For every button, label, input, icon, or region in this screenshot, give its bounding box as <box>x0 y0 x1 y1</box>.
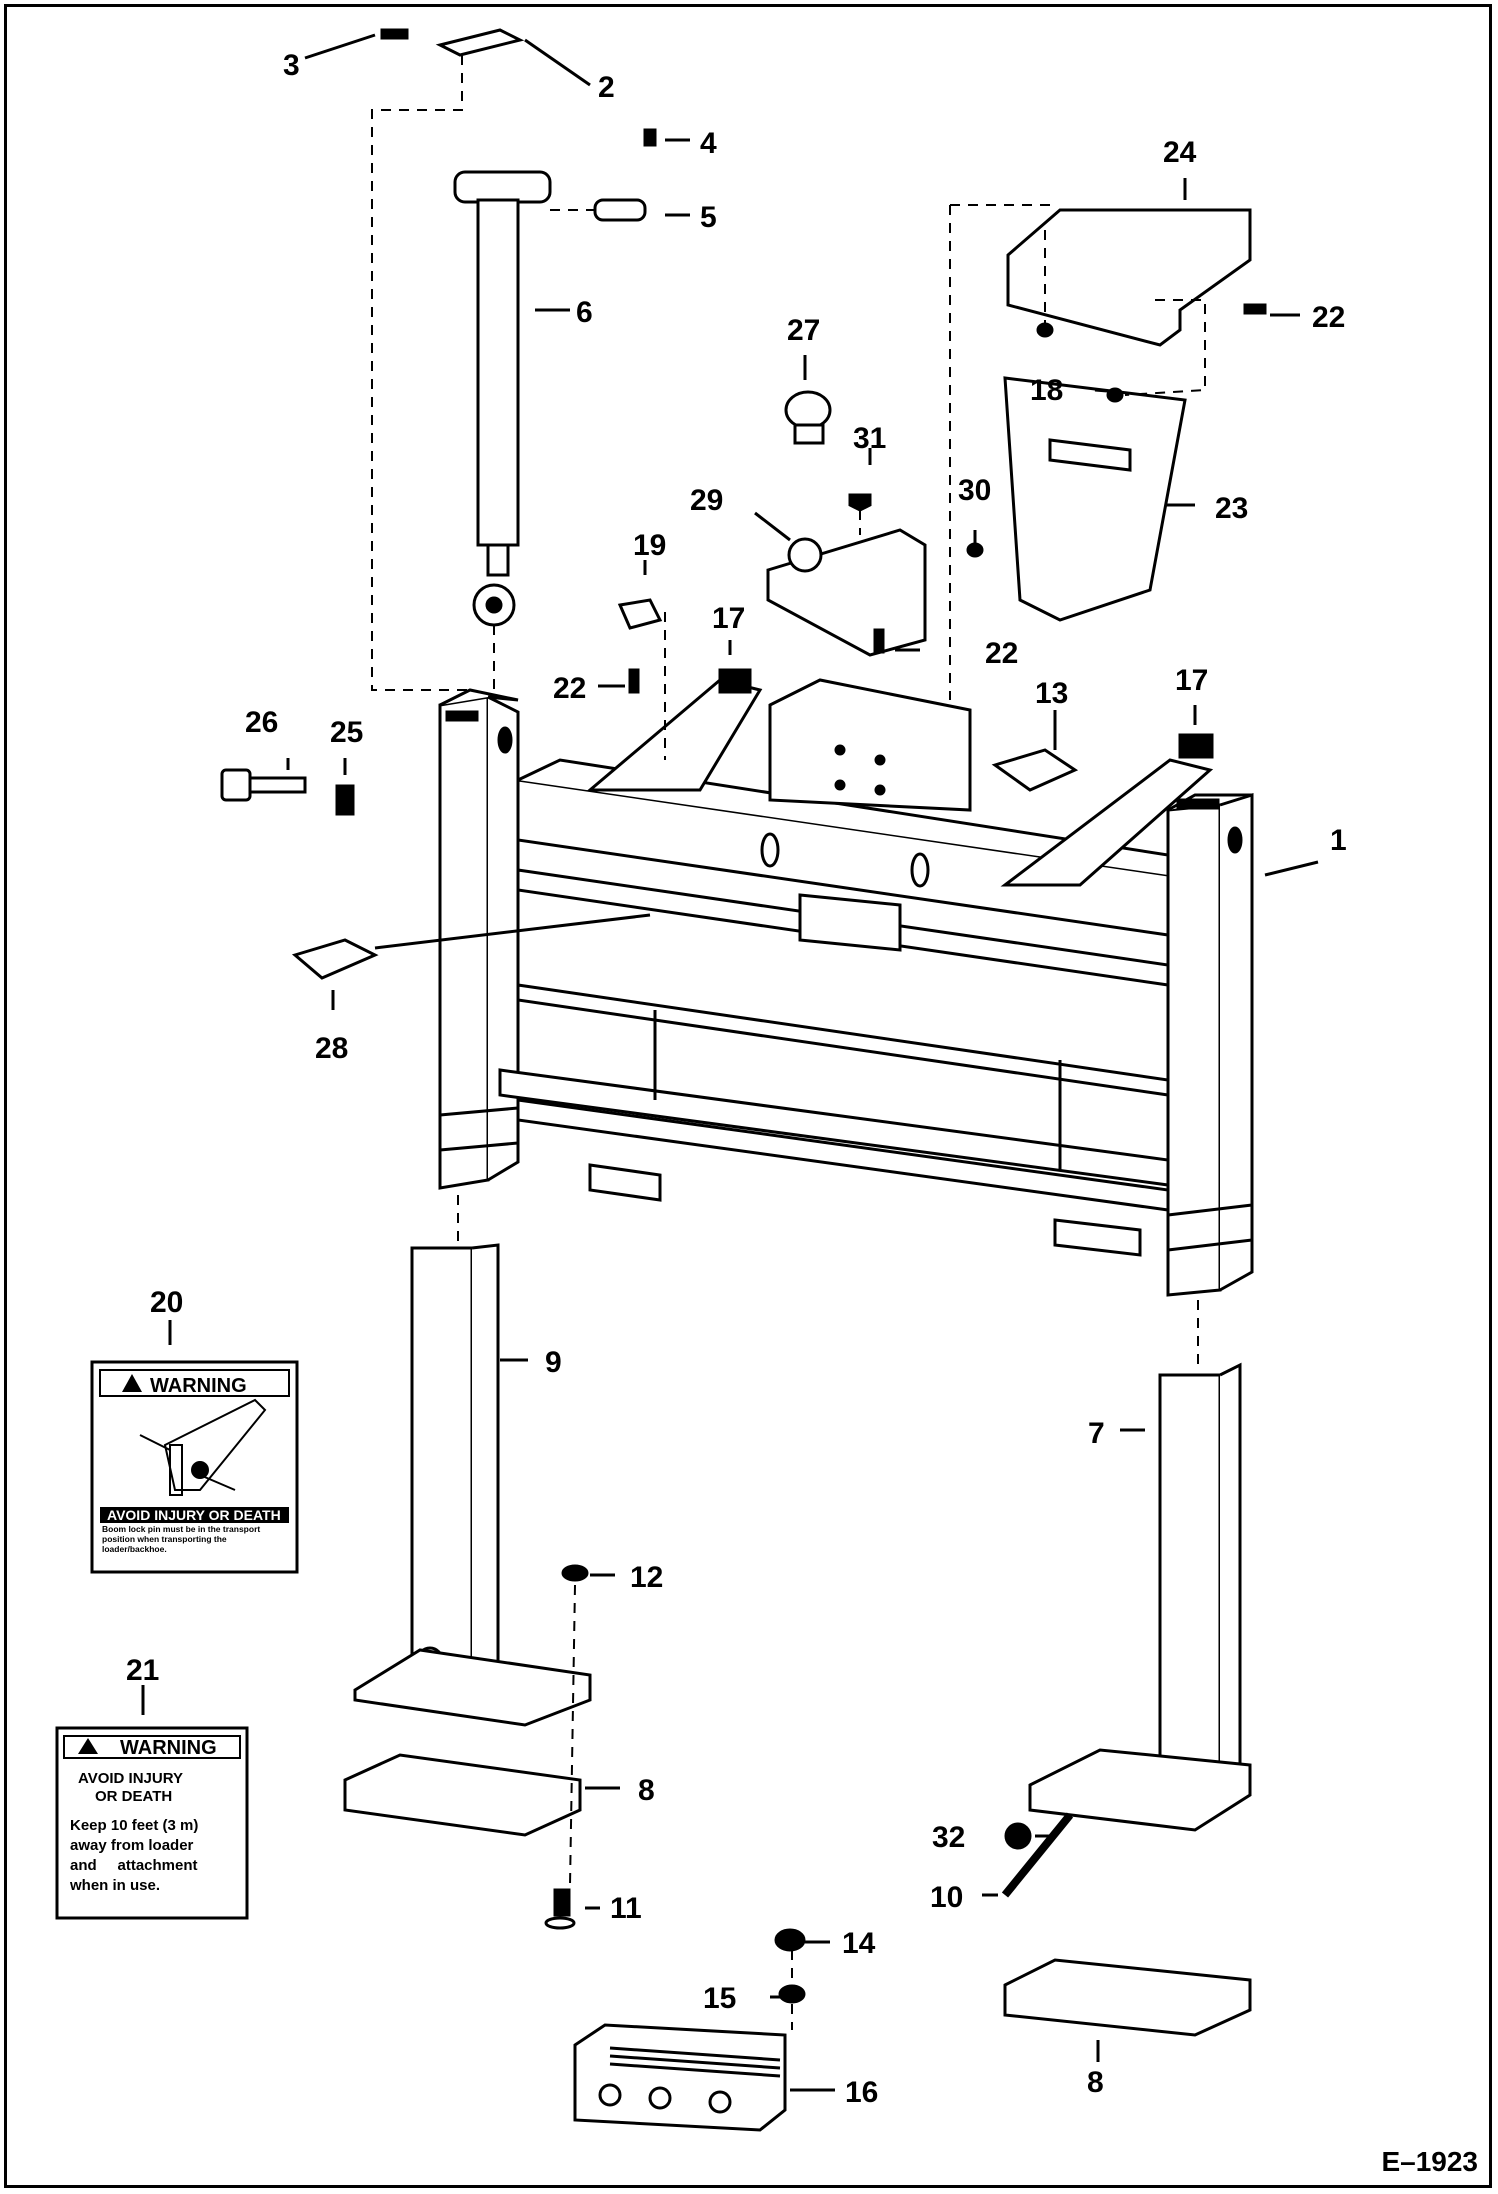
callout-8a: 8 <box>638 1774 655 1807</box>
callout-24: 24 <box>1163 136 1197 169</box>
callout-9: 9 <box>545 1346 562 1379</box>
diagram-border <box>4 4 1492 2188</box>
svg-text:OR DEATH: OR DEATH <box>95 1788 172 1805</box>
callout-22b: 22 <box>985 637 1018 670</box>
callout-16: 16 <box>845 2076 878 2109</box>
shroud-assembly <box>1003 208 1252 622</box>
svg-text:WARNING: WARNING <box>150 1375 247 1397</box>
svg-text:Keep 10 feet (3 m): Keep 10 feet (3 m) <box>70 1817 198 1834</box>
callout-6: 6 <box>576 296 593 329</box>
callout-labels: 1 2 3 4 5 6 7 8 8 9 10 11 12 13 14 15 16… <box>126 49 1347 2109</box>
callout-27: 27 <box>787 314 820 347</box>
svg-text:and attachment: and attachment <box>70 1857 198 1874</box>
callout-25: 25 <box>330 716 363 749</box>
leader-lines <box>141 33 1319 2092</box>
main-frame <box>438 668 1254 1297</box>
callout-4: 4 <box>700 127 717 160</box>
callout-15: 15 <box>703 1982 736 2015</box>
callout-7: 7 <box>1088 1417 1105 1450</box>
callout-31: 31 <box>853 422 886 455</box>
alignment-lines <box>371 55 1206 2030</box>
callout-17a: 17 <box>712 602 745 635</box>
callout-32: 32 <box>932 1821 965 1854</box>
callout-21: 21 <box>126 1654 159 1687</box>
callout-12: 12 <box>630 1561 663 1594</box>
small-parts <box>220 28 1267 2132</box>
callout-10: 10 <box>930 1881 963 1914</box>
warning-decal-20: WARNING AVOID INJURY OR DEATH Boom lock … <box>90 1360 299 1574</box>
callout-13: 13 <box>1035 677 1068 710</box>
callout-22c: 22 <box>553 672 586 705</box>
callout-19: 19 <box>633 529 666 562</box>
svg-text:away from loader: away from loader <box>70 1837 194 1854</box>
callout-14: 14 <box>842 1927 876 1960</box>
callout-1: 1 <box>1330 824 1347 857</box>
svg-text:AVOID INJURY OR DEATH: AVOID INJURY OR DEATH <box>107 1507 281 1523</box>
callout-22a: 22 <box>1312 301 1345 334</box>
hydraulic-cylinder <box>453 170 552 627</box>
svg-text:WARNING: WARNING <box>120 1737 217 1759</box>
warning-triangle-icon <box>122 1374 142 1392</box>
callout-26: 26 <box>245 706 278 739</box>
callout-30: 30 <box>958 474 991 507</box>
callout-28: 28 <box>315 1032 348 1065</box>
callout-5: 5 <box>700 201 717 234</box>
boom-lock-pictogram <box>139 1398 267 1496</box>
svg-text:AVOID INJURY: AVOID INJURY <box>78 1770 183 1787</box>
warning-decal-21: WARNING AVOID INJURY OR DEATH Keep 10 fe… <box>55 1726 249 1920</box>
svg-text:when in use.: when in use. <box>69 1877 160 1894</box>
callout-23: 23 <box>1215 492 1248 525</box>
figure-code: E–1923 <box>1381 2146 1478 2177</box>
stand-legs <box>343 1243 1252 2037</box>
callout-17b: 17 <box>1175 664 1208 697</box>
callout-20: 20 <box>150 1286 183 1319</box>
callout-11: 11 <box>610 1892 642 1925</box>
callout-2: 2 <box>598 71 615 104</box>
callout-8b: 8 <box>1087 2066 1104 2099</box>
callout-29: 29 <box>690 484 723 517</box>
warning-triangle-icon <box>78 1738 98 1754</box>
callout-18: 18 <box>1030 374 1063 407</box>
callout-3: 3 <box>283 49 300 82</box>
